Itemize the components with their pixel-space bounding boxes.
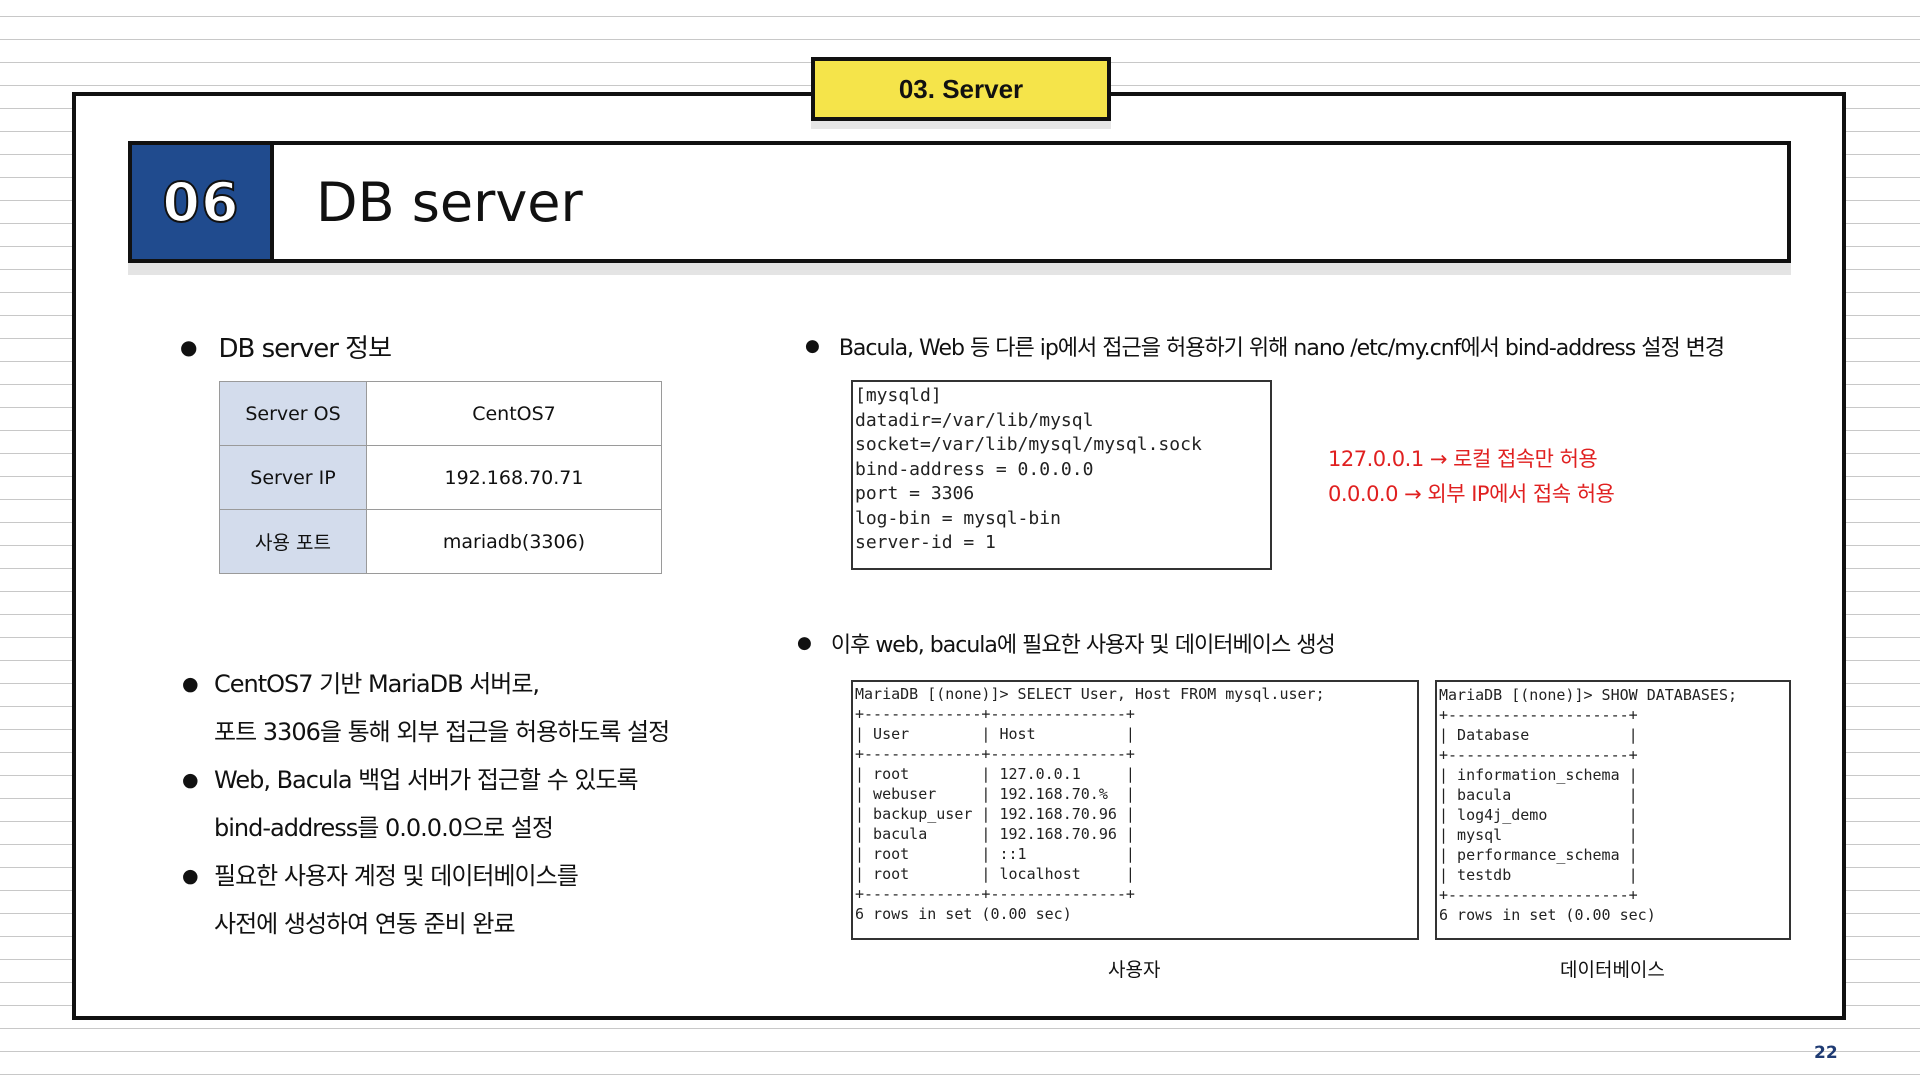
create-heading: ● 이후 web, bacula에 필요한 사용자 및 데이터베이스 생성 [797, 627, 1336, 659]
databases-caption: 데이터베이스 [1560, 959, 1665, 981]
page-title: DB server [316, 170, 583, 234]
databases-query-output: MariaDB [(none)]> SHOW DATABASES; +-----… [1435, 680, 1791, 940]
table-key: Server IP [219, 445, 367, 510]
list-item: ● CentOS7 기반 MariaDB 서버로, [182, 660, 669, 708]
description-line: bind-address를 0.0.0.0으로 설정 [214, 814, 554, 842]
description-line: 포트 3306을 통해 외부 접근을 허용하도록 설정 [214, 718, 670, 746]
bullet-icon: ● [180, 334, 197, 359]
bind-heading-text: Bacula, Web 등 다른 ip에서 접근을 허용하기 위해 nano /… [838, 336, 1725, 361]
section-tag: 03. Server [811, 57, 1111, 121]
description-list: ● CentOS7 기반 MariaDB 서버로, 포트 3306을 통해 외부 … [182, 660, 670, 948]
table-row: 사용 포트 mariadb(3306) [219, 509, 662, 574]
list-item: ● 필요한 사용자 계정 및 데이터베이스를 [182, 852, 669, 900]
list-item: ● Web, Bacula 백업 서버가 접근할 수 있도록 [182, 756, 669, 804]
users-query-output: MariaDB [(none)]> SELECT User, Host FROM… [851, 680, 1419, 940]
table-value: 192.168.70.71 [366, 445, 662, 510]
table-key: 사용 포트 [219, 509, 367, 574]
table-value: CentOS7 [366, 381, 662, 446]
description-line: Web, Bacula 백업 서버가 접근할 수 있도록 [214, 766, 639, 794]
bullet-icon: ● [797, 633, 812, 653]
info-heading-text: DB server 정보 [218, 334, 392, 364]
description-line: CentOS7 기반 MariaDB 서버로, [214, 670, 540, 698]
page-number: 22 [1814, 1043, 1838, 1063]
table-row: Server IP 192.168.70.71 [219, 445, 662, 510]
info-heading: ● DB server 정보 [180, 328, 392, 365]
create-heading-text: 이후 web, bacula에 필요한 사용자 및 데이터베이스 생성 [830, 633, 1336, 658]
table-row: Server OS CentOS7 [219, 381, 662, 446]
title-bar: 06 DB server [128, 141, 1791, 263]
bullet-icon: ● [182, 769, 199, 791]
description-line: 필요한 사용자 계정 및 데이터베이스를 [214, 862, 579, 890]
section-number: 06 [132, 145, 274, 259]
description-line: 사전에 생성하여 연동 준비 완료 [214, 910, 516, 938]
bullet-icon: ● [805, 336, 820, 356]
server-info-table: Server OS CentOS7 Server IP 192.168.70.7… [219, 381, 662, 574]
bullet-icon: ● [182, 673, 199, 695]
bullet-icon: ● [182, 865, 199, 887]
localhost-note: 127.0.0.1 → 로컬 접속만 허용 [1328, 447, 1598, 471]
bind-heading: ● Bacula, Web 등 다른 ip에서 접근을 허용하기 위해 nano… [805, 330, 1725, 362]
table-key: Server OS [219, 381, 367, 446]
my-cnf-config: [mysqld] datadir=/var/lib/mysql socket=/… [851, 380, 1272, 570]
users-caption: 사용자 [1108, 959, 1161, 981]
table-value: mariadb(3306) [366, 509, 662, 574]
external-ip-note: 0.0.0.0 → 외부 IP에서 접속 허용 [1328, 482, 1615, 506]
